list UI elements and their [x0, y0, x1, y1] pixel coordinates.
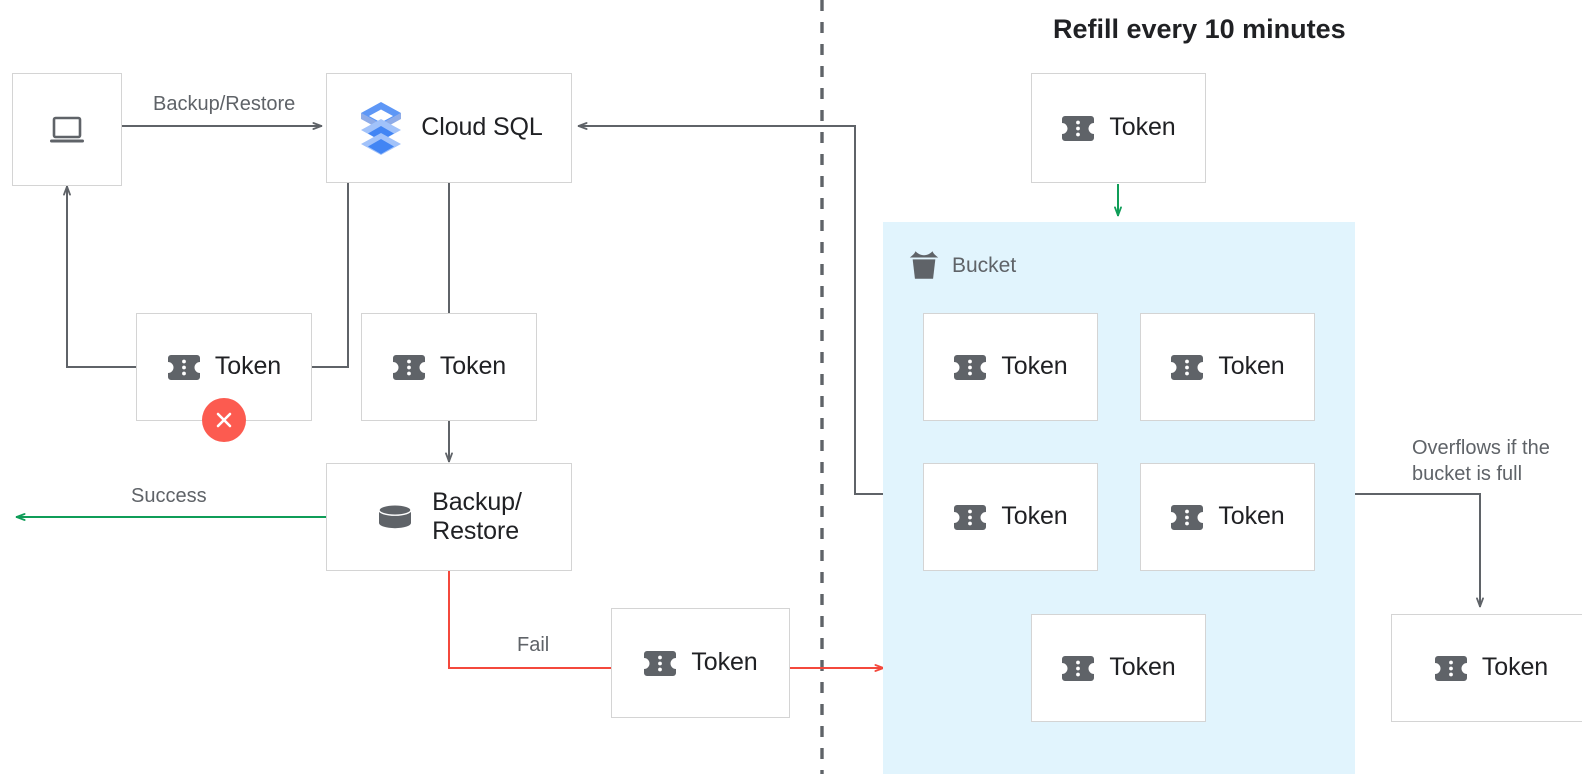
token-icon	[167, 352, 201, 383]
cloud-sql-icon	[355, 100, 407, 156]
token-label: Token	[214, 352, 282, 381]
edge-bucket-to-cloudsql	[577, 122, 893, 495]
token-overflow-node[interactable]: Token	[1391, 614, 1582, 722]
edge-label-backup-restore: Backup/Restore	[153, 93, 296, 115]
refill-title: Refill every 10 minutes	[1053, 14, 1346, 44]
token-icon	[1170, 352, 1204, 383]
token-label: Token	[1109, 113, 1176, 142]
error-badge	[202, 398, 246, 442]
bucket-token-2[interactable]: Token	[1140, 313, 1315, 421]
token-label: Token	[1001, 352, 1068, 381]
token-label: Token	[1481, 653, 1549, 682]
bucket-header: Bucket	[905, 249, 1016, 283]
cloud-sql-label: Cloud SQL	[421, 113, 543, 142]
token-icon	[1170, 502, 1204, 533]
bucket-icon	[905, 249, 943, 283]
edge-bucket-overflow	[1355, 493, 1484, 608]
edge-token-left-to-client	[63, 185, 136, 368]
token-label: Token	[1001, 502, 1068, 531]
bucket-token-5[interactable]: Token	[1031, 614, 1206, 722]
laptop-icon	[45, 110, 89, 150]
cloud-sql-node[interactable]: Cloud SQL	[326, 73, 572, 183]
token-fail-node[interactable]: Token	[611, 608, 790, 718]
token-label: Token	[1218, 352, 1285, 381]
token-refill-node[interactable]: Token	[1031, 73, 1206, 183]
token-icon	[1434, 653, 1468, 684]
bucket-token-1[interactable]: Token	[923, 313, 1098, 421]
database-icon	[376, 500, 414, 534]
token-icon	[1061, 653, 1095, 684]
bucket-label: Bucket	[952, 254, 1017, 277]
edge-label-success: Success	[131, 485, 207, 507]
token-icon	[392, 352, 426, 383]
bucket-token-3[interactable]: Token	[923, 463, 1098, 571]
bucket-token-4[interactable]: Token	[1140, 463, 1315, 571]
close-icon	[216, 412, 232, 428]
client-node[interactable]	[12, 73, 122, 186]
edge-label-fail: Fail	[517, 634, 550, 656]
token-label: Token	[691, 648, 758, 677]
edge-backup-fail	[448, 570, 611, 669]
token-icon	[953, 352, 987, 383]
token-icon	[643, 648, 677, 679]
backup-restore-label: Backup/ Restore	[432, 487, 522, 546]
token-label: Token	[439, 352, 507, 381]
token-icon	[1061, 113, 1095, 144]
token-label: Token	[1218, 502, 1285, 531]
edge-cloudsql-to-token-left	[312, 183, 349, 368]
backup-restore-node[interactable]: Backup/ Restore	[326, 463, 572, 571]
token-icon	[953, 502, 987, 533]
token-label: Token	[1109, 653, 1176, 682]
edge-label-overflow: Overflows if the bucket is full	[1412, 437, 1550, 485]
token-mid-node[interactable]: Token	[361, 313, 537, 421]
